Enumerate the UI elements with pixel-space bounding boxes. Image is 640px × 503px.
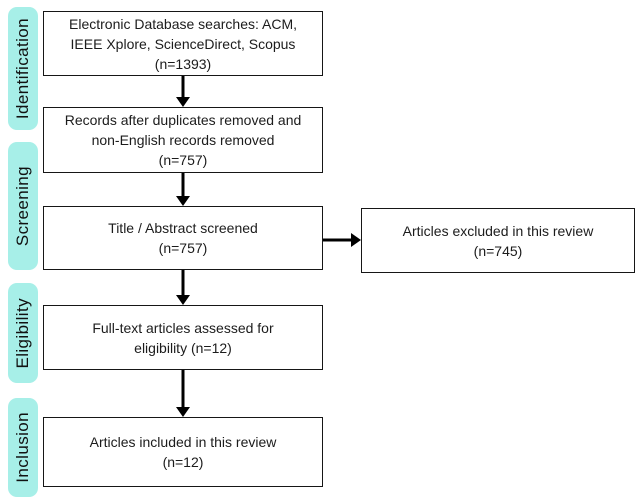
stage-label-eligibility: Eligibility bbox=[8, 283, 38, 383]
stage-label-text: Eligibility bbox=[13, 297, 32, 369]
text-line: eligibility (n=12) bbox=[134, 339, 232, 356]
text-line: Title / Abstract screened bbox=[108, 220, 258, 236]
count-line: (n=757) bbox=[158, 240, 208, 256]
box-fulltext-assessed: Full-text articles assessed for eligibil… bbox=[43, 305, 323, 370]
text-line: Full-text articles assessed for bbox=[92, 319, 274, 336]
count-line: (n=757) bbox=[158, 152, 208, 168]
arrow-shaft bbox=[181, 370, 185, 408]
arrow-down-icon bbox=[176, 270, 190, 305]
text-line: Articles included in this review bbox=[89, 434, 277, 450]
arrow-head bbox=[176, 407, 190, 417]
arrow-right-icon bbox=[323, 233, 361, 247]
stage-label-inclusion: Inclusion bbox=[8, 398, 38, 497]
text-line: non-English records removed bbox=[91, 132, 275, 148]
text-line: Records after duplicates removed and bbox=[64, 112, 302, 128]
stage-label-screening: Screening bbox=[8, 142, 38, 270]
box-articles-excluded: Articles excluded in this review (n=745) bbox=[361, 208, 635, 273]
arrow-shaft bbox=[323, 238, 352, 242]
arrow-shaft bbox=[181, 270, 185, 296]
count-line: (n=745) bbox=[473, 242, 523, 259]
arrow-shaft bbox=[181, 76, 185, 98]
arrow-down-icon bbox=[176, 370, 190, 417]
stage-label-text: Inclusion bbox=[13, 412, 32, 483]
arrow-head bbox=[176, 295, 190, 305]
stage-label-identification: Identification bbox=[8, 7, 38, 130]
text-line: IEEE Xplore, ScienceDirect, Scopus bbox=[70, 35, 296, 52]
count-line: (n=1393) bbox=[154, 55, 212, 72]
arrow-shaft bbox=[181, 173, 185, 197]
arrow-head bbox=[176, 97, 190, 107]
arrow-down-icon bbox=[176, 173, 190, 206]
text-line: Electronic Database searches: ACM, bbox=[69, 15, 297, 32]
arrow-head bbox=[176, 196, 190, 206]
stage-label-text: Screening bbox=[13, 165, 32, 247]
stage-label-text: Identification bbox=[13, 17, 32, 120]
box-duplicates-removed: Records after duplicates removed and non… bbox=[43, 107, 323, 173]
box-title-abstract-screened: Title / Abstract screened (n=757) bbox=[43, 206, 323, 270]
box-articles-included: Articles included in this review (n=12) bbox=[43, 417, 323, 487]
arrow-head bbox=[351, 233, 361, 247]
text-line: Articles excluded in this review bbox=[402, 222, 594, 239]
arrow-down-icon bbox=[176, 76, 190, 107]
count-line: (n=12) bbox=[162, 454, 204, 470]
box-database-searches: Electronic Database searches: ACM, IEEE … bbox=[43, 11, 323, 76]
